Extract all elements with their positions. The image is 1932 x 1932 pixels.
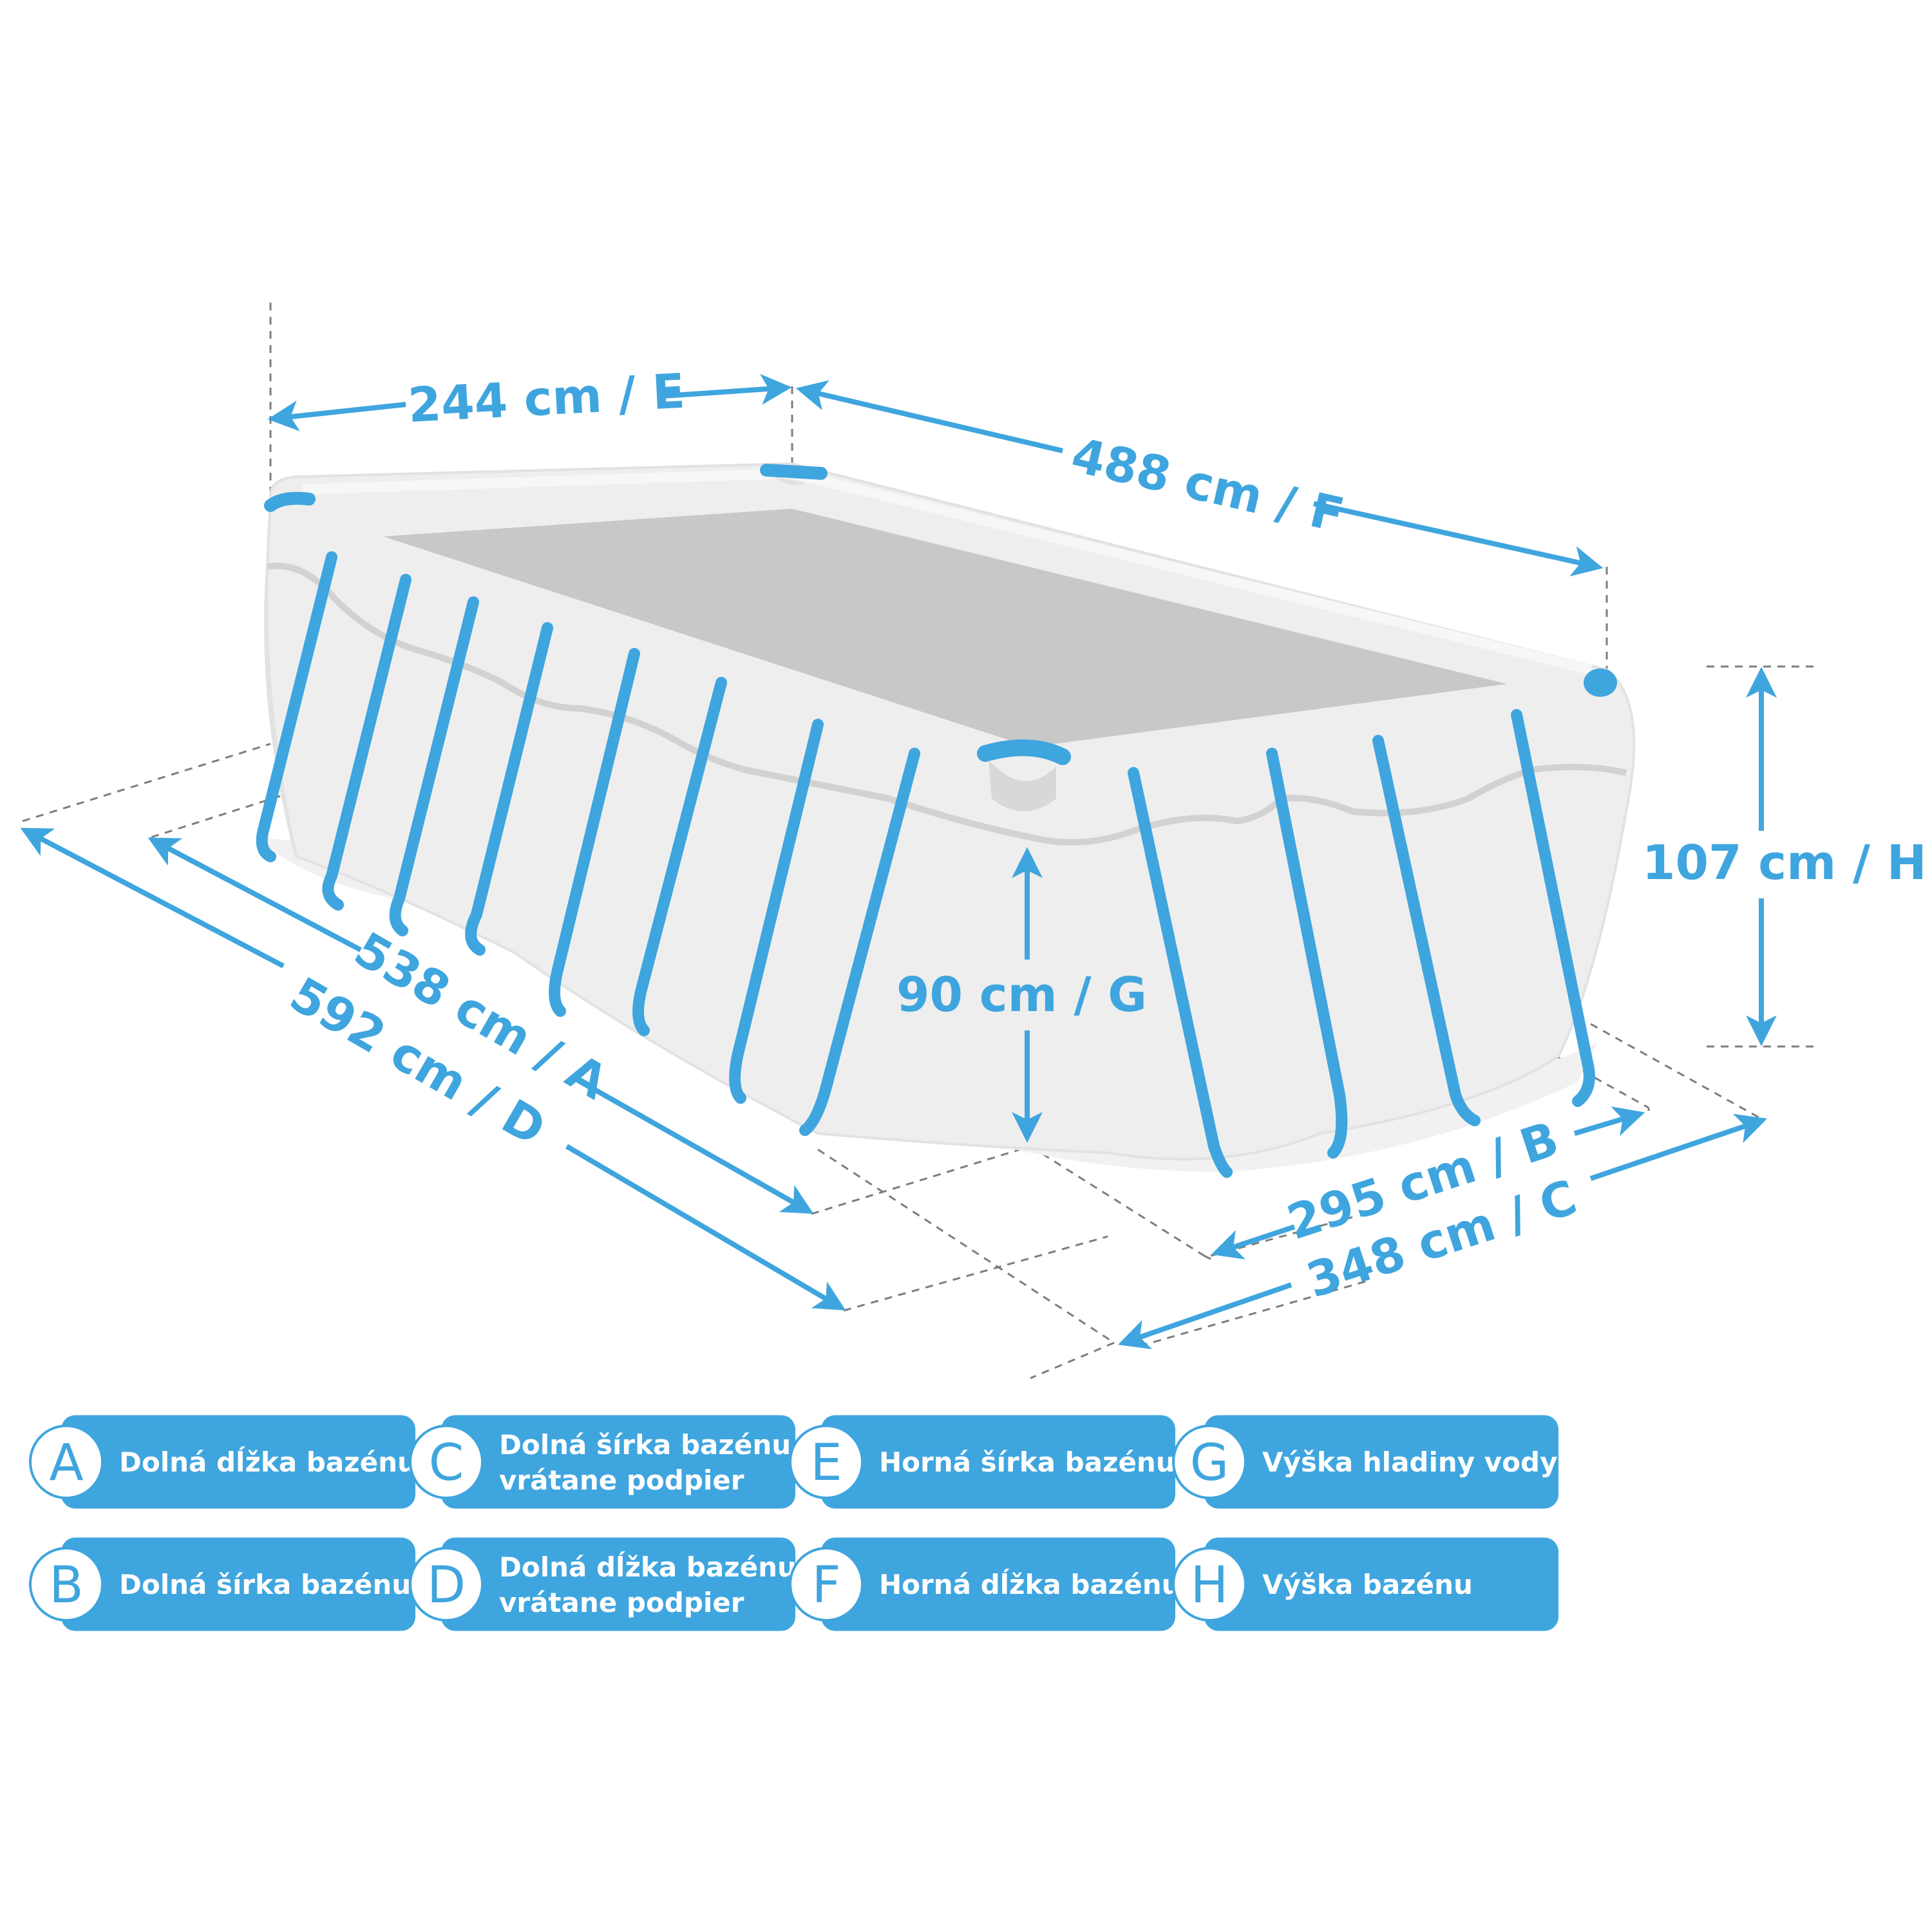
arrow-icon xyxy=(1589,1113,1768,1181)
legend-letter: H xyxy=(1191,1557,1229,1615)
legend-item-a: A Dolná dĺžka bazénu xyxy=(29,1415,417,1509)
arrow-icon xyxy=(565,1144,846,1311)
legend-letter: A xyxy=(49,1434,83,1492)
dimension-arrows xyxy=(20,374,1777,1350)
legend-item-h: H Výška bazénu xyxy=(1172,1537,1558,1631)
legend-item-d: D Dolná dĺžka bazénu vrátane podpier xyxy=(409,1537,797,1631)
legend-item-f: F Horná dĺžka bazénu xyxy=(789,1537,1181,1631)
legend-label: Horná dĺžka bazénu xyxy=(879,1568,1181,1600)
legend-letter-circle xyxy=(1172,1425,1247,1499)
legend-label: Dolná dĺžka bazénu xyxy=(119,1446,417,1478)
legend-letter-circle xyxy=(409,1547,484,1622)
legend-badge xyxy=(1204,1537,1558,1631)
legend-letter: G xyxy=(1190,1434,1229,1492)
legend-label: Výška hladiny vody xyxy=(1262,1446,1557,1478)
legend-label: Horná šírka bazénu xyxy=(879,1446,1175,1478)
legend-letter-circle xyxy=(789,1547,864,1622)
legend-letter-circle xyxy=(1172,1547,1247,1622)
legend-letter-circle xyxy=(409,1425,484,1499)
arrow-icon xyxy=(20,828,285,969)
legend-letter: F xyxy=(812,1557,841,1615)
legend-item-b: B Dolná šírka bazénu xyxy=(29,1537,415,1631)
legend-letter: C xyxy=(429,1434,464,1492)
legend-badge xyxy=(61,1415,415,1509)
arrow-icon xyxy=(267,401,406,431)
legend-badge xyxy=(61,1537,415,1631)
arrow-icon xyxy=(147,837,362,952)
arrow-icon xyxy=(663,374,792,405)
legend-badge xyxy=(821,1537,1175,1631)
arrow-icon xyxy=(591,1086,814,1214)
dim-label-g: 90 cm / G xyxy=(896,967,1147,1023)
legend-item-e: E Horná šírka bazénu xyxy=(789,1415,1175,1509)
legend-letter-circle xyxy=(789,1425,864,1499)
arrow-icon xyxy=(1313,501,1604,577)
legend-label: Výška bazénu xyxy=(1262,1569,1473,1600)
frame-legs xyxy=(256,551,1595,1178)
dim-label-f: 488 cm / F xyxy=(1066,428,1349,544)
legend-letter: E xyxy=(810,1434,842,1492)
legend-label: Dolná dĺžka bazénu xyxy=(499,1551,797,1583)
legend-letter: D xyxy=(427,1557,466,1615)
legend-letter-circle xyxy=(29,1425,104,1499)
legend-label: vrátane podpier xyxy=(499,1587,744,1618)
legend-label: vrátane podpier xyxy=(499,1464,744,1496)
legend-badge xyxy=(441,1415,795,1509)
legend-label: Dolná šírka bazénu xyxy=(119,1569,411,1600)
legend-label: Dolná šírka bazénu xyxy=(499,1429,791,1461)
legend-item-g: G Výška hladiny vody xyxy=(1172,1415,1558,1509)
arrow-icon xyxy=(1117,1282,1293,1350)
legend-badge xyxy=(1204,1415,1558,1509)
arrow-icon xyxy=(1211,1224,1296,1260)
arrow-icon xyxy=(1573,1106,1645,1137)
legend-badge xyxy=(821,1415,1175,1509)
legend-letter-circle xyxy=(29,1547,104,1622)
dim-label-h: 107 cm / H xyxy=(1642,835,1927,891)
pool-frame-illustration xyxy=(256,462,1636,1178)
legend-badge xyxy=(441,1537,795,1631)
legend-letter: B xyxy=(49,1557,84,1615)
arrow-icon xyxy=(795,380,1063,453)
dim-label-e: 244 cm / E xyxy=(406,364,686,433)
